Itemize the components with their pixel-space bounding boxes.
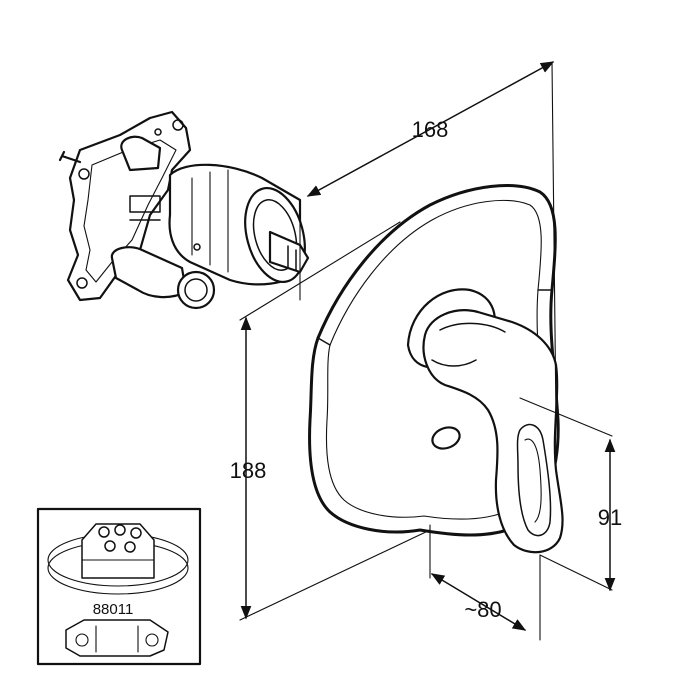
inset-bolt-4 [104, 540, 116, 552]
mounting-hole-top [172, 119, 184, 131]
cylinder-screw [193, 243, 201, 251]
inset-bolt-1 [98, 526, 110, 538]
ext-line-188-bottom [239, 529, 431, 621]
outlet-nut-inner [184, 278, 208, 302]
dim-label-91: 91 [598, 505, 622, 530]
ext-line-91-bottom [539, 554, 613, 591]
diverter-hole [431, 426, 461, 450]
handle-highlight [439, 322, 506, 333]
handle-lower-contour [431, 359, 477, 367]
dim-label-168: 168 [412, 117, 449, 142]
mounting-hole-bottom [76, 277, 88, 289]
inset-base-port-left [75, 633, 89, 647]
inset-base-ribs [95, 625, 139, 653]
cylinder-bands [191, 169, 229, 273]
inset-cartridge [81, 523, 155, 579]
handle-body [422, 309, 564, 554]
lower-inlet-fitting [110, 246, 188, 299]
outlet-nut [176, 270, 216, 310]
dim-label-80: ~80 [464, 597, 501, 622]
side-block [129, 195, 161, 221]
dim-label-188: 188 [230, 458, 267, 483]
inset-frame [36, 507, 202, 666]
rough-in-valve-body [58, 110, 310, 310]
plate-pin [58, 150, 82, 164]
inset-bolt-2 [114, 524, 126, 536]
cylinder-inner-ring [252, 199, 298, 271]
ext-line-91-top [519, 397, 613, 437]
inset-bolt-3 [130, 527, 142, 539]
ext-line-188-top [239, 221, 401, 321]
handle-cutout [516, 423, 552, 537]
dimension-188: 188 [230, 221, 431, 621]
mounting-hole-small [154, 128, 162, 136]
mounting-hole-left [78, 168, 90, 180]
handle-cutout-inner [524, 438, 542, 523]
lever-handle [406, 288, 564, 554]
upper-inlet-fitting [120, 135, 162, 172]
dimension-91: 91 [519, 397, 622, 592]
dimension-80: ~80 [429, 524, 541, 641]
dim-line-80 [430, 573, 527, 631]
spindle [268, 230, 310, 274]
escutcheon-edge-lines [317, 289, 553, 346]
spindle-flats [287, 245, 297, 271]
inset-bolt-5 [124, 541, 136, 553]
inset-box: 88011 [36, 507, 202, 666]
inset-base-port-right [145, 633, 159, 647]
inset-part-number: 88011 [93, 601, 134, 618]
dim-line-168 [306, 61, 555, 197]
inset-base [65, 619, 169, 657]
